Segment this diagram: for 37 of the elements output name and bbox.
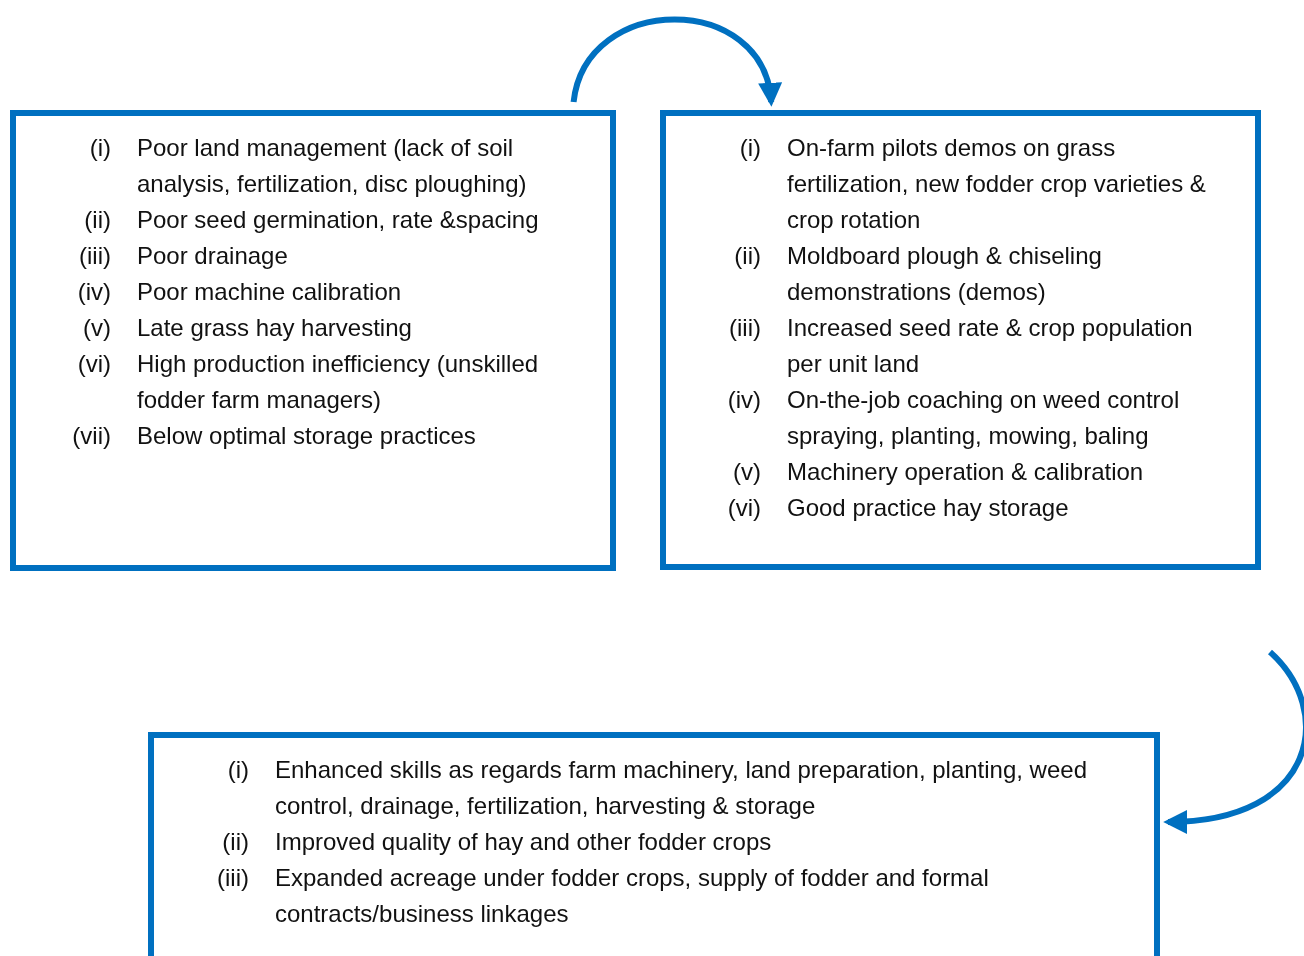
list-item-text: High production inefficiency (unskilled fodder farm managers) — [137, 349, 540, 415]
list-item-text: Poor land management (lack of soil analysis, fertilization, disc ploughing) — [137, 133, 528, 199]
list-item-text: Improved quality of hay and other fodder crops — [275, 827, 773, 857]
list-numeral: (ii) — [733, 241, 761, 271]
list-numeral: (i) — [738, 133, 761, 163]
list-numeral: (iii) — [78, 241, 111, 271]
list-numeral: (v) — [82, 313, 111, 343]
list-numeral: (i) — [88, 133, 111, 163]
list-item-text: Expanded acreage under fodder crops, supply of fodder and formal contracts/business linkages — [275, 863, 990, 929]
curved-arrow — [1163, 649, 1304, 833]
list-numeral: (v) — [732, 457, 761, 487]
list-numeral: (vi) — [726, 493, 761, 523]
list-item-text: Poor machine calibration — [137, 277, 403, 307]
list-numeral: (iv) — [76, 277, 111, 307]
list-box — [148, 732, 1160, 956]
list-numeral: (vi) — [76, 349, 111, 379]
list-box — [10, 110, 616, 571]
list-box — [660, 110, 1261, 570]
list-item-text: On-the-job coaching on weed control spraying, planting, mowing, baling — [787, 385, 1181, 451]
list-item-text: Enhanced skills as regards farm machinery, land preparation, planting, weed control, drainage, fertilization, harvesting & storage — [275, 755, 1088, 821]
list-item-text: Poor drainage — [137, 241, 289, 271]
list-numeral: (iii) — [728, 313, 761, 343]
list-numeral: (vii) — [71, 421, 111, 451]
list-item-text: On-farm pilots demos on grass fertilization, new fodder crop varieties & crop rotation — [787, 133, 1207, 235]
list-numeral: (i) — [226, 755, 249, 785]
list-item-text: Increased seed rate & crop population per unit land — [787, 313, 1194, 379]
list-numeral: (ii) — [83, 205, 111, 235]
list-numeral: (ii) — [221, 827, 249, 857]
list-numeral: (iv) — [726, 385, 761, 415]
list-item-text: Late grass hay harvesting — [137, 313, 413, 343]
list-numeral: (iii) — [216, 863, 249, 893]
list-item-text: Poor seed germination, rate &spacing — [137, 205, 540, 235]
list-item-text: Good practice hay storage — [787, 493, 1070, 523]
curved-arrow — [570, 16, 780, 107]
list-item-text: Moldboard plough & chiseling demonstrations (demos) — [787, 241, 1103, 307]
list-item-text: Machinery operation & calibration — [787, 457, 1145, 487]
list-item-text: Below optimal storage practices — [137, 421, 477, 451]
